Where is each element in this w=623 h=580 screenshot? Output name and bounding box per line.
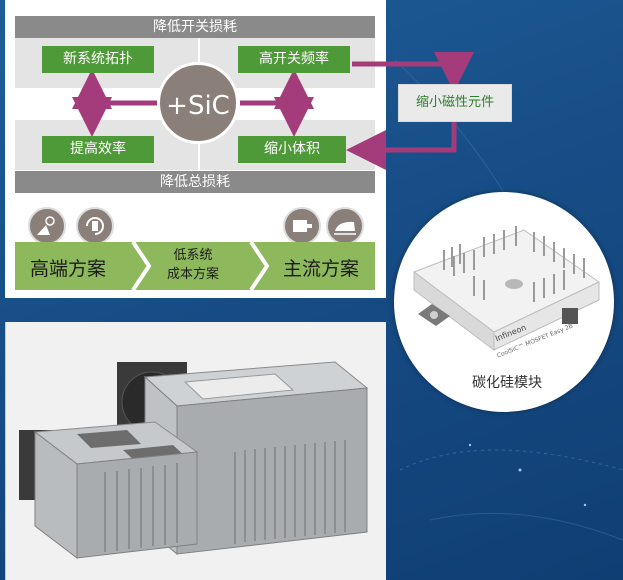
box-new-topology: 新系统拓扑	[42, 46, 154, 73]
sic-module-image	[412, 226, 600, 351]
module-caption: 碳化硅模块	[472, 375, 542, 391]
battery-recycle-icon	[76, 207, 114, 245]
motor-icon	[283, 207, 321, 245]
sun-panel-icon	[28, 207, 66, 245]
arrow-to-new-topology	[72, 69, 157, 109]
solution-mainstream: 主流方案	[283, 258, 360, 280]
arrow-to-magnetic	[352, 52, 474, 92]
bottom-band: 降低总损耗	[15, 171, 375, 193]
arrow-magnetic-to-volume	[346, 120, 457, 170]
arrow-to-reduce-volume	[240, 97, 314, 137]
solutions-strip	[15, 242, 375, 290]
box-reduce-volume: 缩小体积	[238, 136, 346, 163]
flow-arrows	[72, 52, 474, 170]
box-high-freq: 高开关频率	[238, 46, 350, 73]
solution-high-end: 高端方案	[30, 258, 107, 280]
arrow-to-high-freq	[240, 69, 314, 109]
sic-circle: +SiC	[157, 62, 239, 144]
inverter-render	[19, 361, 369, 560]
top-band: 降低开关损耗	[15, 16, 375, 38]
solution-low-cost-line2: 成本方案	[166, 267, 219, 282]
train-icon	[326, 207, 364, 245]
arrow-to-efficiency	[72, 97, 157, 137]
strip-chevrons	[131, 242, 270, 290]
box-reduce-magnetic: 缩小磁性元件	[398, 84, 512, 122]
box-efficiency: 提高效率	[42, 136, 154, 163]
solution-low-cost-line1: 低系统	[173, 248, 213, 263]
